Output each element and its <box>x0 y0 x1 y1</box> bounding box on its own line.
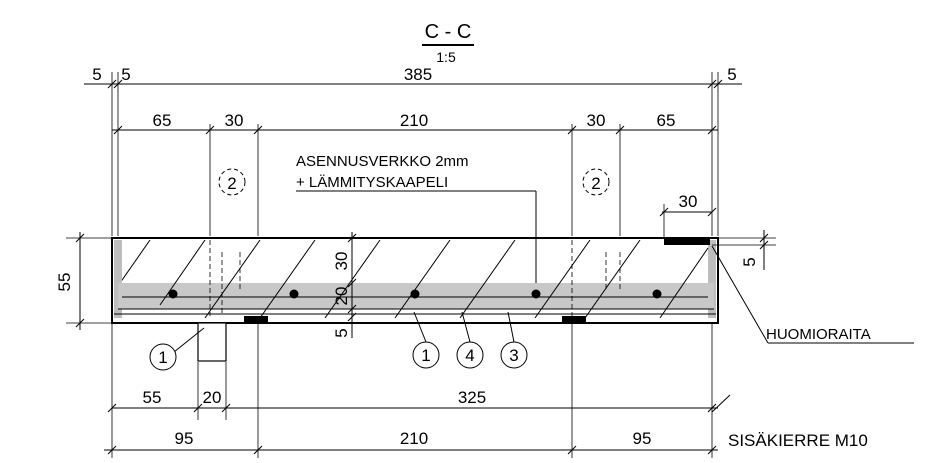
dim-b-a: 55 <box>143 388 162 407</box>
section-scale: 1:5 <box>436 49 456 65</box>
dim-upper: 30 <box>332 252 351 271</box>
top-overall-dimension: 5 5 385 5 <box>84 65 742 236</box>
rebar-4 <box>531 289 541 299</box>
anchor-right-outline <box>571 240 621 316</box>
dim-right: 5 <box>727 65 736 84</box>
bottom-dimension-row1: 55 20 325 <box>107 323 718 458</box>
anchor-left-outline <box>209 240 241 316</box>
marker-2-left: 2 <box>218 168 246 196</box>
dim-b-f: 95 <box>633 429 652 448</box>
slab-grey-left-edge <box>114 240 122 318</box>
marker-4: 4 <box>465 346 474 365</box>
stripe-label: HUOMIORAITA <box>766 326 871 343</box>
bottom-dimension-row2: 95 210 95 <box>104 323 718 458</box>
bottom-material-markers: 1 4 3 <box>412 311 528 369</box>
dim-w1: 65 <box>153 111 172 130</box>
dim-w3: 210 <box>400 111 428 130</box>
marker-2-right-label: 2 <box>591 174 600 193</box>
dim-b-d: 95 <box>175 429 194 448</box>
bottom-pad-right <box>562 316 586 323</box>
top-segment-dimension: 65 30 210 30 65 <box>112 111 718 236</box>
dim-left-b: 5 <box>121 65 130 84</box>
thread-callout: SISÄKIERRE M10 <box>711 394 868 450</box>
dim-cap: 30 <box>679 192 698 211</box>
slab-section <box>111 237 719 362</box>
layer-dimensions: 30 20 5 <box>332 232 357 338</box>
dim-w4: 30 <box>587 111 606 130</box>
dim-middle: 20 <box>332 287 351 306</box>
dim-b-b: 20 <box>203 388 222 407</box>
dim-height: 55 <box>55 273 74 292</box>
right-cap-dimension: 5 <box>712 230 776 270</box>
dim-left-a: 5 <box>92 65 101 84</box>
thread-label: SISÄKIERRE M10 <box>728 431 868 450</box>
mesh-label-line1: ASENNUSVERKKO 2mm <box>296 153 469 170</box>
dim-total: 385 <box>404 65 432 84</box>
section-title: C - C <box>425 21 472 43</box>
rebar-3 <box>410 289 420 299</box>
dim-cap-height: 5 <box>740 257 759 266</box>
mesh-label-line2: + LÄMMITYSKAAPELI <box>296 174 448 191</box>
marker-2-right: 2 <box>582 168 610 196</box>
marker-3: 3 <box>509 346 518 365</box>
warning-stripe <box>664 238 710 245</box>
marker-1-left-label: 1 <box>158 348 167 367</box>
slab-grey-right-edge <box>708 240 716 318</box>
bottom-pad-left <box>244 316 268 323</box>
dim-b-e: 210 <box>400 429 428 448</box>
dim-w5: 65 <box>657 111 676 130</box>
rebar-2 <box>289 289 299 299</box>
dim-w2: 30 <box>225 111 244 130</box>
dim-b-c: 325 <box>458 388 486 407</box>
rebar-1 <box>168 289 178 299</box>
stripe-callout: HUOMIORAITA <box>711 245 914 344</box>
mesh-callout: ASENNUSVERKKO 2mm + LÄMMITYSKAAPELI <box>296 153 537 294</box>
marker-1: 1 <box>421 346 430 365</box>
threaded-insert <box>197 322 227 362</box>
slab-outer <box>111 237 719 324</box>
marker-2-left-label: 2 <box>227 174 236 193</box>
dim-lower: 5 <box>332 328 351 337</box>
left-height-dimension: 55 <box>55 232 114 330</box>
rebar-5 <box>652 289 662 299</box>
marker-1-left: 1 <box>149 327 205 371</box>
cap-dimension: 30 <box>659 192 717 238</box>
